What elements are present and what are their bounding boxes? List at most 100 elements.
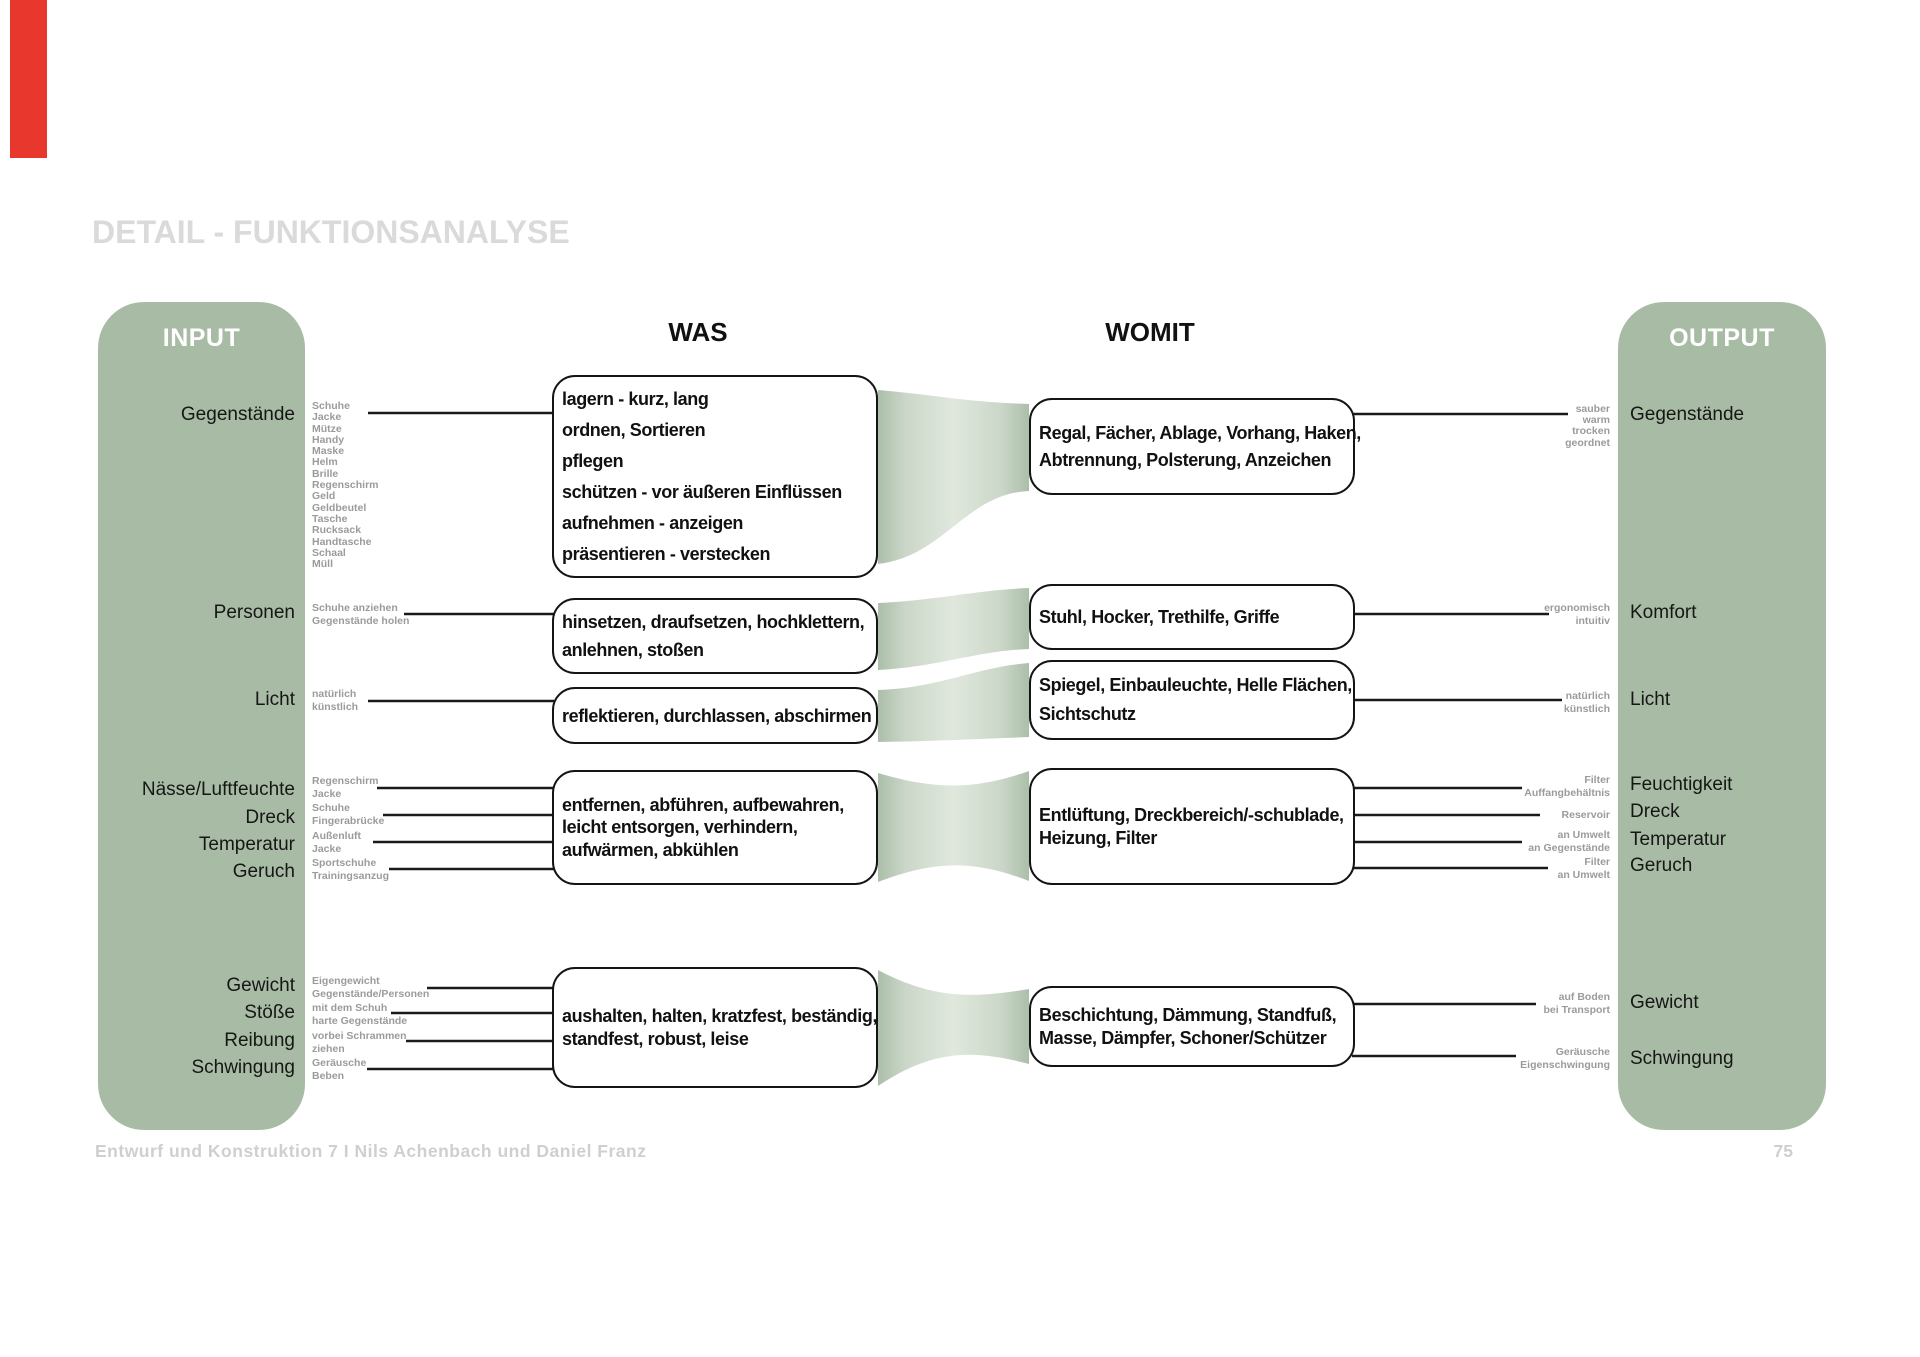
output-sublabels-schwingung: Geräusche Eigenschwingung [1520, 1046, 1610, 1071]
sublabel: an Umwelt [1557, 868, 1610, 881]
sublabel: Trainingsanzug [312, 869, 390, 882]
output-sublabels-gewicht: auf Boden bei Transport [1543, 991, 1610, 1016]
input-row-personen: Personen [213, 602, 295, 623]
box-text-line: aufnehmen - anzeigen [562, 512, 744, 533]
sublabel: Rucksack [312, 524, 362, 537]
sublabel: Schuhe [312, 400, 350, 412]
output-sublabels-licht: natürlich künstlich [1564, 690, 1610, 715]
right-connectors [1352, 412, 1568, 1058]
sublabel: Geräusche [312, 1057, 367, 1069]
sublabel: trocken [1572, 425, 1610, 438]
sublabel: Gegenstände holen [312, 614, 410, 627]
sublabel: Müll [312, 558, 333, 571]
input-sublabels-gewicht: Eigengewicht Gegenstände/Personen [312, 975, 429, 1000]
column-header-womit: WOMIT [1105, 317, 1195, 347]
input-row-schwingung: Schwingung [191, 1057, 295, 1078]
footer-page-number: 75 [1773, 1141, 1793, 1161]
was-box-4: entfernen, abführen, aufbewahren, leicht… [552, 770, 878, 885]
sublabel: Geldbeutel [312, 501, 367, 514]
sublabel: Filter [1584, 774, 1610, 786]
womit-box-3: Spiegel, Einbauleuchte, Helle Flächen, S… [1029, 660, 1355, 740]
footer-credit: Entwurf und Konstruktion 7 I Nils Achenb… [95, 1141, 647, 1161]
input-sublabels-gegenstaende: Schuhe Jacke Mütze Handy Maske Helm Bril… [312, 400, 379, 571]
womit-box-1: Regal, Fächer, Ablage, Vorhang, Haken, A… [1029, 398, 1361, 495]
box-text-line: lagern - kurz, lang [562, 388, 709, 409]
box-text-line: Beschichtung, Dämmung, Standfuß, [1039, 1005, 1337, 1025]
sublabel: Geräusche [1555, 1046, 1610, 1058]
output-row-geruch: Geruch [1630, 855, 1693, 876]
sublabel: Mütze [312, 422, 342, 435]
was-box-2: hinsetzen, draufsetzen, hochklettern, an… [552, 598, 878, 674]
output-row-gewicht: Gewicht [1630, 992, 1699, 1013]
flow-shape [878, 588, 1029, 670]
sublabel: Jacke [312, 842, 342, 855]
box-text-line: entfernen, abführen, aufbewahren, [562, 794, 844, 815]
output-row-komfort: Komfort [1630, 602, 1697, 623]
sublabel: Schuhe anziehen [312, 602, 398, 614]
box-text-line: Regal, Fächer, Ablage, Vorhang, Haken, [1039, 422, 1361, 443]
flow-shape [878, 663, 1029, 742]
box-text-line: präsentieren - verstecken [562, 543, 771, 564]
output-row-gegenstaende: Gegenstände [1630, 404, 1745, 425]
womit-box-2: Stuhl, Hocker, Trethilfe, Griffe [1029, 584, 1355, 650]
box-text-line: schützen - vor äußeren Einflüssen [562, 481, 842, 502]
input-row-licht: Licht [254, 689, 295, 710]
box-text-line: Masse, Dämpfer, Schoner/Schützer [1039, 1027, 1327, 1048]
womit-box-4: Entlüftung, Dreckbereich/-schublade, Hei… [1029, 768, 1355, 885]
sublabel: auf Boden [1558, 991, 1610, 1003]
box-text-line: Heizung, Filter [1039, 827, 1158, 848]
womit-box-5: Beschichtung, Dämmung, Standfuß, Masse, … [1029, 986, 1355, 1067]
sublabel: ziehen [312, 1042, 345, 1055]
sublabel: intuitiv [1575, 614, 1610, 627]
was-box-5: aushalten, halten, kratzfest, beständig,… [552, 967, 878, 1088]
left-connectors [367, 411, 554, 1071]
input-row-stoesse: Stöße [244, 1002, 295, 1023]
box-text-line: pflegen [562, 450, 624, 471]
input-sublabels-stoesse: mit dem Schuh harte Gegenstände [312, 1002, 407, 1027]
sublabel: künstlich [312, 700, 359, 713]
box-text-line: leicht entsorgen, verhindern, [562, 817, 798, 838]
box-text-line: Abtrennung, Polsterung, Anzeichen [1039, 449, 1332, 470]
box-text-line: aushalten, halten, kratzfest, beständig, [562, 1006, 878, 1026]
sublabel: Reservoir [1561, 809, 1610, 821]
sublabel: Filter [1584, 856, 1610, 868]
sublabel: Jacke [312, 411, 342, 424]
output-sublabels-dreck: Reservoir [1562, 809, 1610, 822]
input-row-gewicht: Gewicht [226, 975, 295, 996]
sublabel: geordnet [1565, 436, 1610, 449]
sublabel: Geld [312, 490, 336, 503]
input-row-temperatur: Temperatur [198, 834, 295, 855]
output-row-licht: Licht [1630, 689, 1671, 710]
sublabel: Schuhe [312, 802, 350, 814]
column-header-input: INPUT [162, 324, 241, 352]
sublabel: an Umwelt [1557, 829, 1610, 841]
sublabel: vorbei Schrammen [312, 1030, 407, 1042]
sublabel: Außenluft [312, 830, 361, 842]
output-sublabels-temperatur: an Umwelt an Gegenstände [1528, 829, 1610, 854]
sublabel: natürlich [312, 688, 357, 700]
sublabel: an Gegenstände [1528, 841, 1610, 854]
sublabel: Regenschirm [312, 775, 379, 787]
box-text-line: reflektieren, durchlassen, abschirmen [562, 705, 872, 726]
input-sublabels-naesse: Regenschirm Jacke [312, 775, 379, 800]
output-sublabels-komfort: ergonomisch intuitiv [1544, 602, 1610, 627]
sublabel: bei Transport [1543, 1003, 1610, 1016]
box-text-line: ordnen, Sortieren [562, 419, 706, 440]
sublabel: Beben [312, 1069, 345, 1082]
sublabel: Sportschuhe [312, 857, 377, 869]
input-sublabels-geruch: Sportschuhe Trainingsanzug [312, 857, 389, 882]
column-header-was: WAS [668, 317, 728, 347]
sublabel: Handtasche [312, 535, 372, 548]
input-sublabels-reibung: vorbei Schrammen ziehen [312, 1030, 407, 1055]
input-panel: INPUT [98, 302, 305, 1130]
sublabel: Jacke [312, 787, 342, 800]
output-sublabels-geruch: Filter an Umwelt [1557, 856, 1610, 881]
input-row-naesse: Nässe/Luftfeuchte [141, 779, 295, 800]
sublabel: Helm [312, 456, 338, 469]
input-sublabels-licht: natürlich künstlich [312, 688, 358, 713]
output-panel: OUTPUT [1618, 302, 1826, 1130]
input-sublabels-schwingung: Geräusche Beben [312, 1057, 366, 1082]
was-box-3: reflektieren, durchlassen, abschirmen [552, 687, 878, 744]
sublabel: warm [1582, 414, 1610, 427]
